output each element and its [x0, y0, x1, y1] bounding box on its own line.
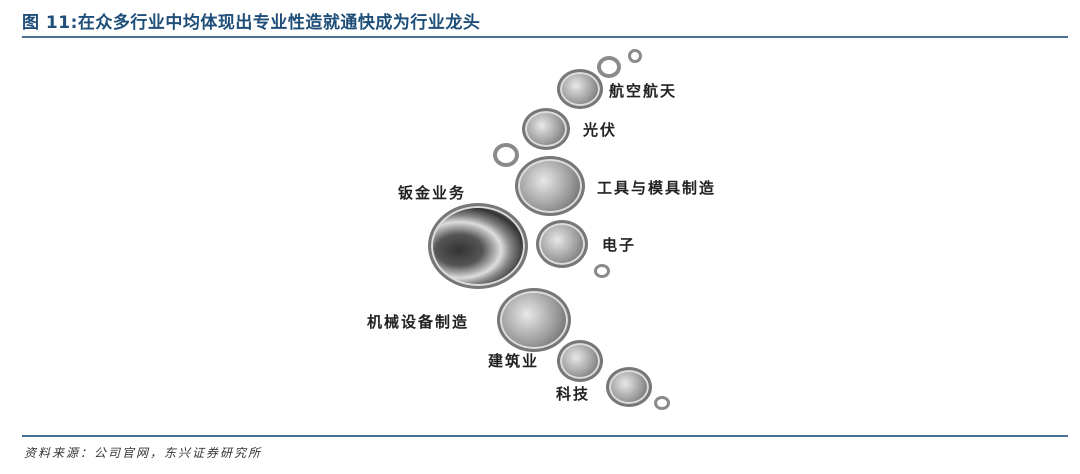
- sheet-metal-label: 钣金业务: [398, 184, 467, 202]
- aerospace-image: [557, 69, 603, 109]
- sheet-metal-image: [428, 203, 528, 289]
- decor-ring: [628, 49, 642, 63]
- decor-ring: [654, 396, 670, 410]
- photovoltaic-image: [522, 108, 570, 150]
- source-note: 资料来源：公司官网，东兴证券研究所: [24, 446, 263, 460]
- construction-label: 建筑业: [488, 352, 540, 370]
- electronics-image: [536, 220, 588, 268]
- electronics-label: 电子: [602, 236, 637, 254]
- technology-image: [606, 367, 652, 407]
- decor-ring: [594, 264, 610, 278]
- construction-image: [557, 340, 603, 382]
- aerospace-label: 航空航天: [609, 82, 678, 100]
- machinery-image: [497, 288, 571, 352]
- top-divider: [22, 36, 1068, 38]
- photovoltaic-label: 光伏: [583, 121, 618, 139]
- bottom-divider: [22, 435, 1068, 437]
- decor-ring: [597, 56, 621, 78]
- tooling-label: 工具与模具制造: [597, 179, 717, 197]
- tooling-image: [515, 156, 585, 216]
- decor-ring: [493, 143, 519, 167]
- technology-label: 科技: [556, 385, 591, 403]
- figure-title: 图 11:在众多行业中均体现出专业性造就通快成为行业龙头: [22, 13, 481, 33]
- machinery-label: 机械设备制造: [367, 313, 470, 331]
